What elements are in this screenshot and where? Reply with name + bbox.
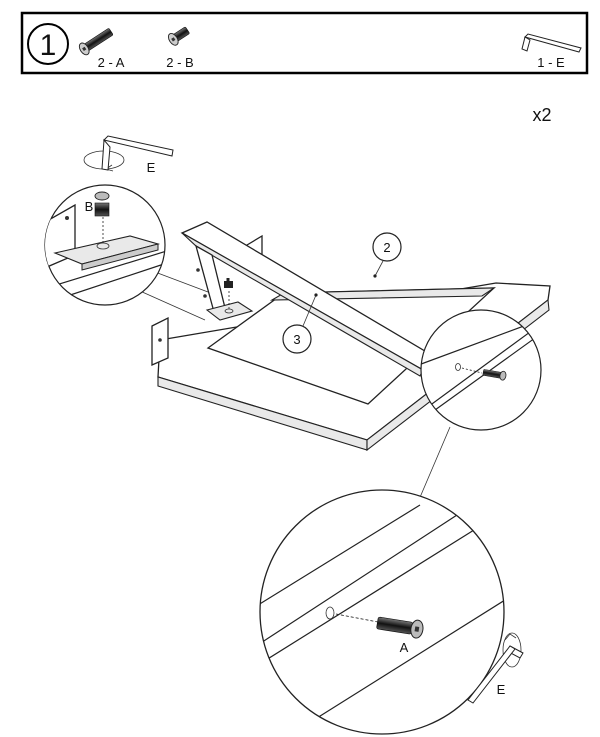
parts-header: 1 2 - A 2 - B 1 - E bbox=[20, 11, 589, 75]
callout-2-label: 2 bbox=[383, 240, 390, 255]
part-label-2b: 2 - B bbox=[166, 55, 193, 70]
callout-a: A bbox=[400, 640, 409, 655]
callout-e-bottom: E bbox=[497, 682, 506, 697]
step-number: 1 bbox=[40, 29, 57, 62]
part-label-1e: 1 - E bbox=[537, 55, 565, 70]
allen-key-icon bbox=[521, 33, 582, 53]
callout-b: B bbox=[85, 199, 94, 214]
zoom-circle-bracket-bolt bbox=[44, 184, 166, 306]
short-bolt-icon bbox=[167, 27, 190, 46]
step-number-badge: 1 bbox=[27, 23, 69, 65]
callout-3-label: 3 bbox=[293, 332, 300, 347]
long-bolt-icon bbox=[78, 28, 113, 56]
callout-panel-3: 3 bbox=[282, 293, 318, 354]
quantity-label: x2 bbox=[532, 105, 551, 125]
zoom-circle-bolt-a-detail bbox=[259, 489, 505, 735]
part-label-2a: 2 - A bbox=[98, 55, 125, 70]
allen-key-top bbox=[83, 135, 174, 172]
callout-panel-2: 2 bbox=[372, 232, 402, 278]
allen-key-bottom bbox=[467, 632, 524, 704]
callout-e-top: E bbox=[147, 160, 156, 175]
